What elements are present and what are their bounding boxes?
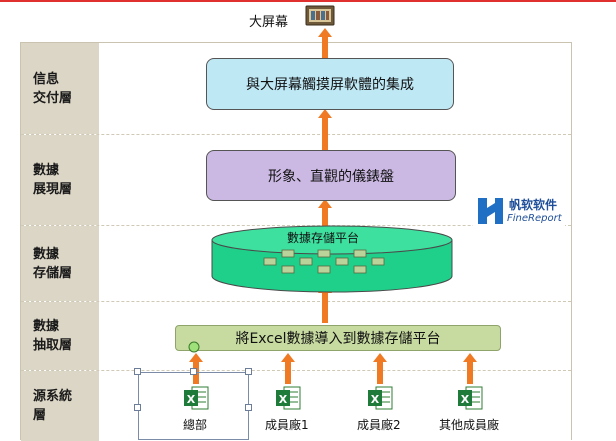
arrow-head (318, 109, 332, 118)
storage-label: 數據存儲平台 (287, 231, 360, 245)
svg-text:X: X (187, 393, 196, 406)
layer-label-extraction: 數據 抽取層 (33, 319, 73, 353)
arrow-presentation-to-delivery (322, 118, 328, 150)
arrow-head (281, 353, 295, 362)
arrow-extraction-to-storage (322, 293, 328, 323)
layer-extraction: 數據 抽取層 (21, 302, 571, 371)
extraction-box: 將Excel數據導入到數據存儲平台 (175, 325, 501, 351)
finereport-logo: 帆软软件 FineReport (473, 193, 565, 231)
extraction-box-label: 將Excel數據導入到數據存儲平台 (235, 331, 441, 347)
excel-icon[interactable]: X (274, 384, 302, 412)
source-label-2: 成員廠2 (357, 418, 401, 432)
arrow-delivery-to-screen (322, 37, 328, 58)
layer-delivery: 信息 交付層 (21, 43, 571, 135)
arrow-head (373, 353, 387, 362)
resize-handle[interactable] (190, 368, 197, 375)
arrow-head (463, 353, 477, 362)
svg-text:X: X (461, 393, 470, 406)
excel-icon[interactable]: X (182, 384, 210, 412)
source-label-1: 成員廠1 (265, 418, 309, 432)
logo-name: 帆软软件 (509, 198, 558, 212)
resize-handle[interactable] (245, 368, 252, 375)
screen-icon (305, 5, 335, 26)
logo-sub: FineReport (507, 213, 562, 224)
resize-handle[interactable] (134, 368, 141, 375)
delivery-box: 與大屏幕觸摸屏軟體的集成 (206, 58, 454, 110)
layer-label-source: 源系統 層 (33, 389, 73, 423)
arrow-source-1 (285, 362, 291, 384)
svg-text:X: X (371, 393, 380, 406)
arrow-source-other (467, 362, 473, 384)
excel-icon[interactable]: X (456, 384, 484, 412)
source-label-other: 其他成員廠 (439, 418, 500, 432)
delivery-box-label: 與大屏幕觸摸屏軟體的集成 (246, 77, 414, 93)
arrow-head (189, 353, 203, 362)
svg-text:X: X (279, 393, 288, 406)
layer-presentation: 數據 展現層 (21, 135, 571, 226)
finereport-logo-icon (478, 198, 503, 224)
connector-handle-icon[interactable] (188, 341, 200, 353)
presentation-box-label: 形象、直觀的儀錶盤 (268, 168, 394, 185)
arrow-head (318, 28, 332, 37)
storage-cylinder (211, 225, 453, 293)
top-accent-line (0, 0, 616, 2)
layer-label-storage: 數據 存儲層 (33, 246, 73, 281)
arrow-source-2 (377, 362, 383, 384)
resize-handle[interactable] (245, 404, 252, 411)
arrow-storage-to-presentation (322, 208, 328, 233)
screen-label: 大屏幕 (249, 15, 289, 30)
layer-label-presentation: 數據 展現層 (33, 163, 73, 197)
resize-handle[interactable] (134, 404, 141, 411)
layer-storage: 數據 存儲層 (21, 226, 571, 302)
layer-label-delivery: 信息 交付層 (33, 71, 73, 106)
excel-icon[interactable]: X (366, 384, 394, 412)
arrow-head (318, 199, 332, 208)
source-label-hq: 總部 (183, 418, 208, 432)
presentation-box: 形象、直觀的儀錶盤 (206, 150, 456, 201)
layer-source: 源系統 層 (21, 371, 571, 441)
